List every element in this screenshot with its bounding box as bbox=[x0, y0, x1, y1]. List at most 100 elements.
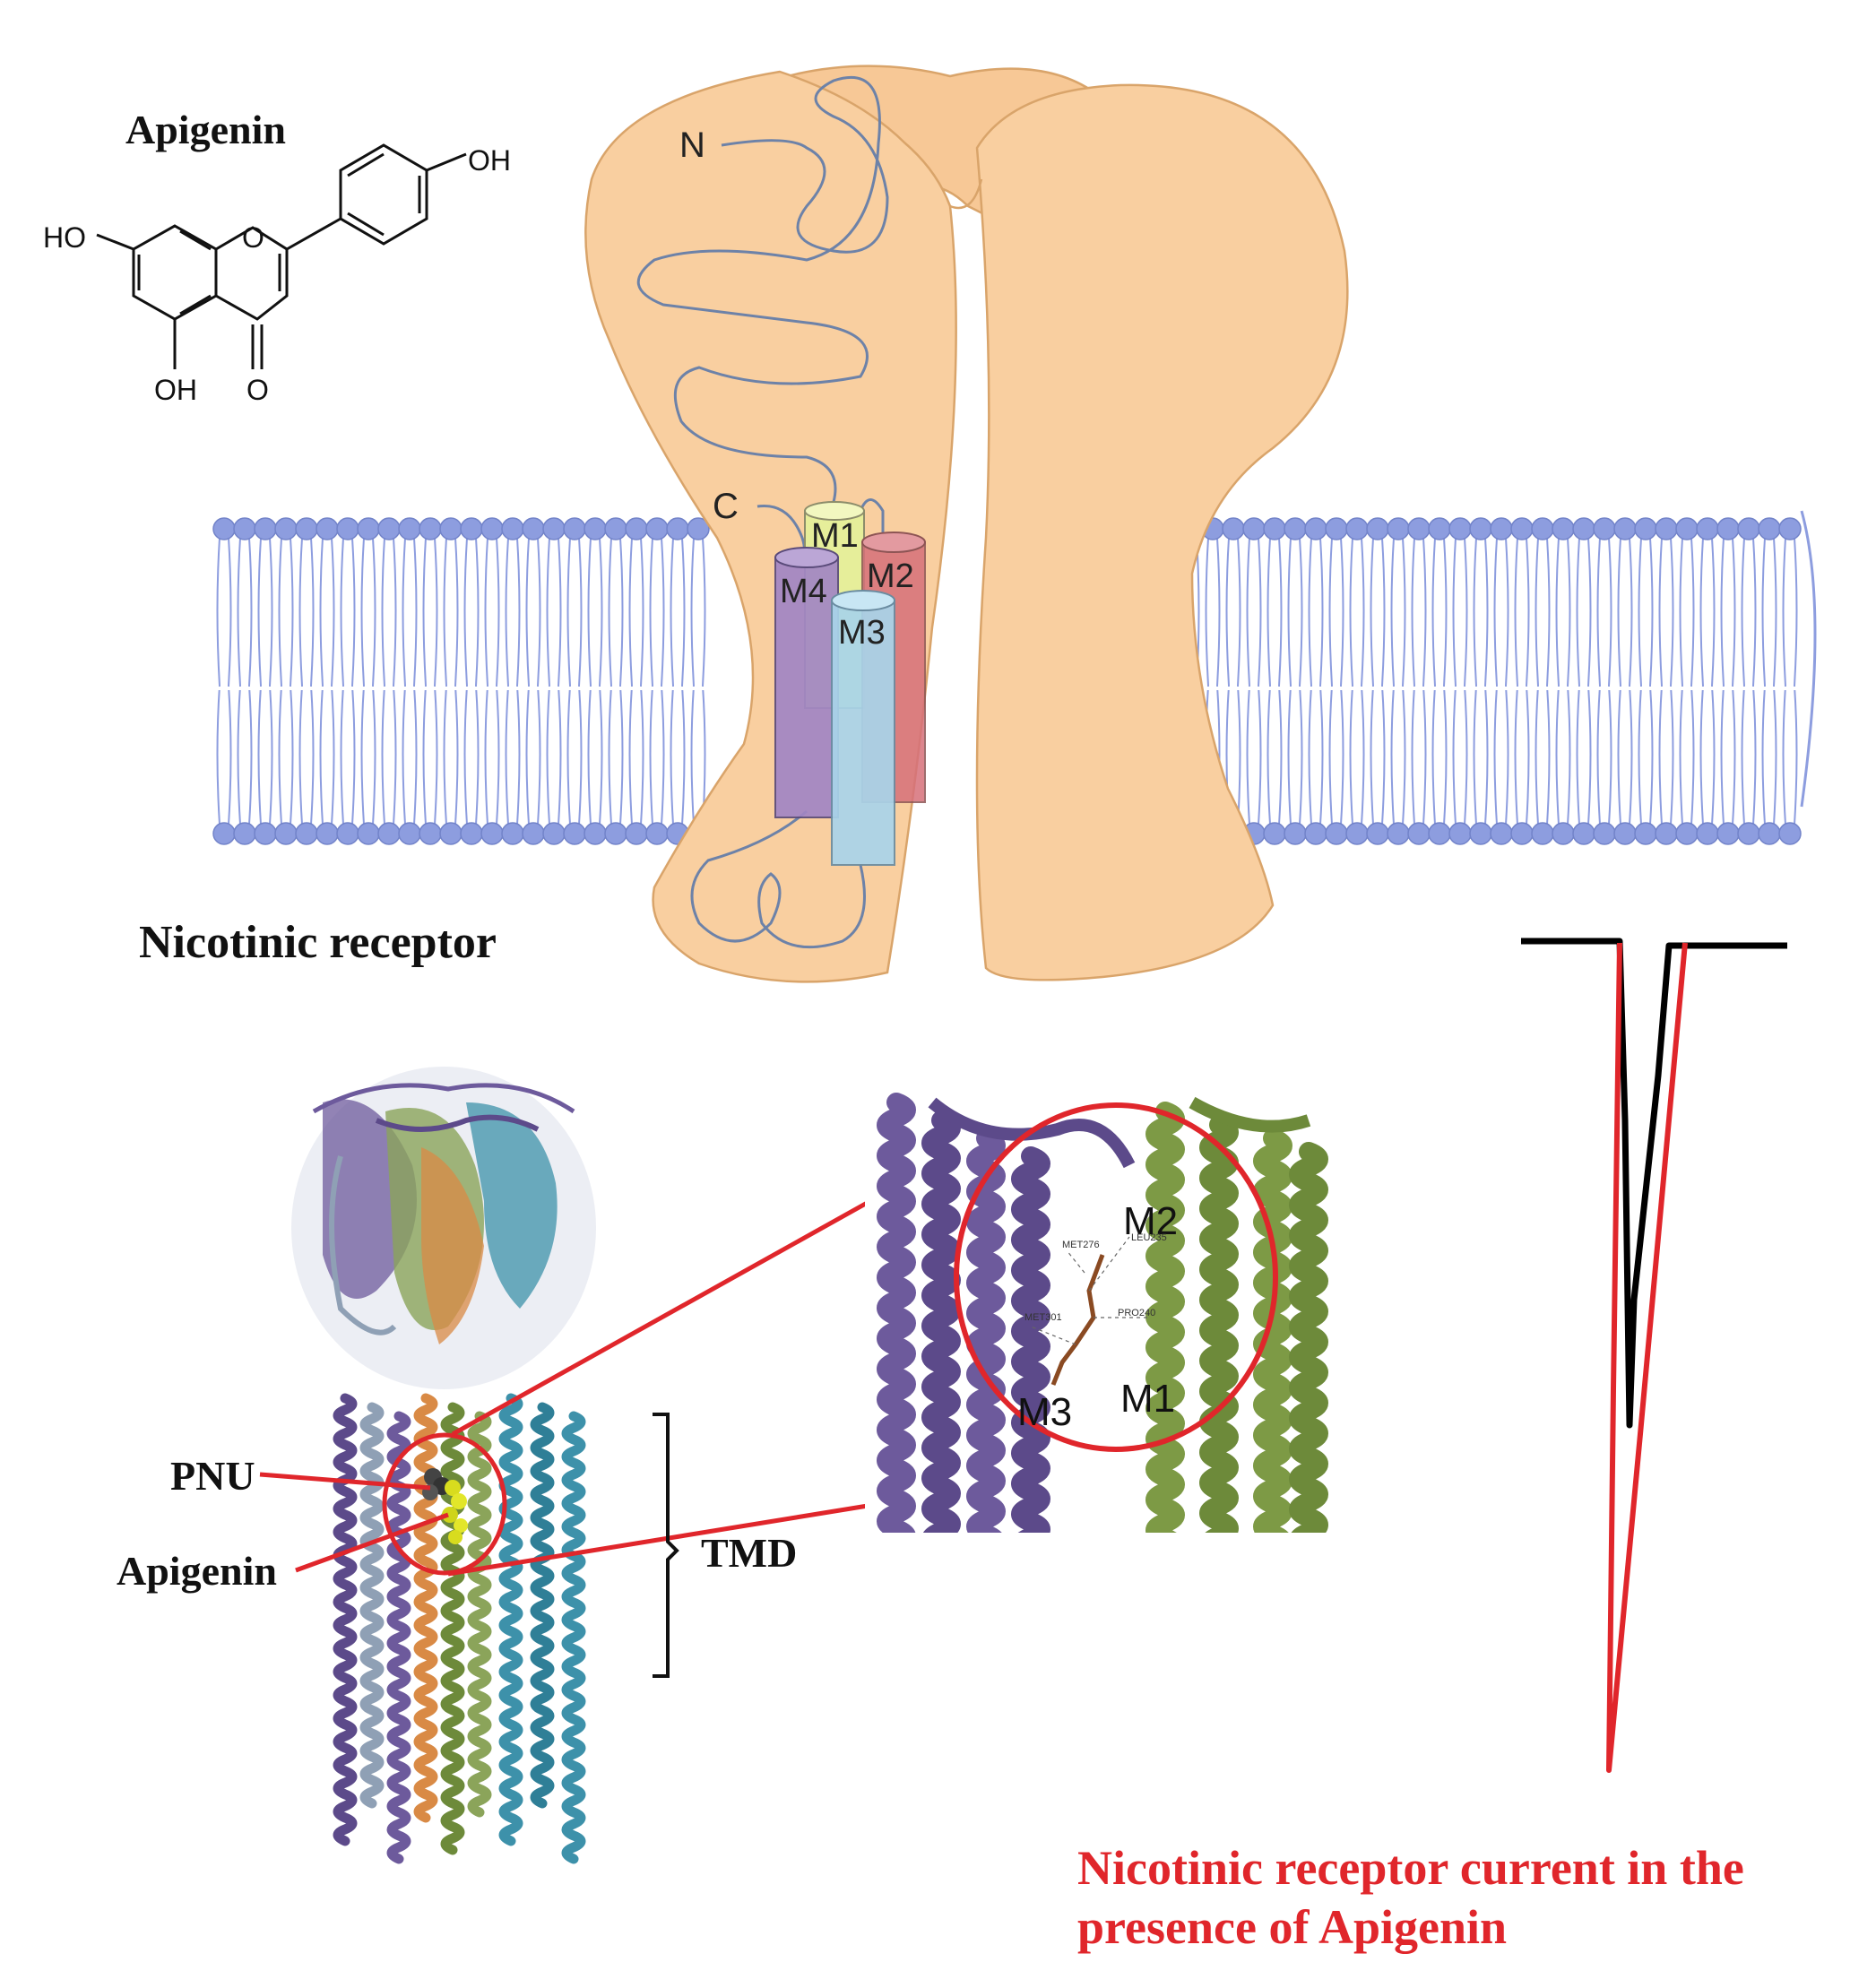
lipid-bilayer bbox=[211, 510, 1817, 845]
lipid-tail bbox=[1411, 685, 1427, 825]
atom-o-ring: O bbox=[242, 221, 264, 254]
zoom-helix-coil bbox=[1289, 1142, 1328, 1533]
apigenin-bonds bbox=[96, 143, 467, 369]
lipid-head bbox=[1345, 517, 1369, 540]
lipid-tail bbox=[340, 685, 356, 825]
lipid-tail bbox=[628, 685, 644, 825]
lipid-head bbox=[254, 517, 277, 540]
lipid-head bbox=[1552, 517, 1575, 540]
lipid-tail bbox=[628, 537, 644, 687]
lipid-head bbox=[1325, 517, 1348, 540]
helix-label-m1: M1 bbox=[811, 517, 859, 555]
lipid-tail bbox=[1267, 685, 1283, 825]
lipid-tail bbox=[1638, 537, 1654, 687]
lipid-tail bbox=[1535, 685, 1551, 825]
pnu-label: PNU bbox=[170, 1453, 255, 1499]
lipid-tail bbox=[319, 685, 335, 825]
lipid-head bbox=[1716, 822, 1740, 845]
lipid-tail bbox=[1782, 537, 1798, 687]
lipid-head bbox=[254, 822, 277, 845]
lipid-head bbox=[1387, 517, 1410, 540]
lipid-tail bbox=[381, 685, 397, 825]
dock-label-m1: M1 bbox=[1120, 1377, 1175, 1421]
dock-label-m2: M2 bbox=[1123, 1199, 1178, 1243]
lipid-tail bbox=[1452, 685, 1468, 825]
lipid-tail bbox=[1638, 685, 1654, 825]
lipid-head bbox=[1737, 517, 1760, 540]
lipid-head bbox=[1778, 822, 1802, 845]
lipid-head bbox=[1510, 517, 1534, 540]
lipid-tail bbox=[649, 537, 665, 687]
lipid-head bbox=[1634, 517, 1657, 540]
lipid-tail bbox=[566, 685, 583, 825]
lipid-tail bbox=[1617, 685, 1633, 825]
lipid-head bbox=[1284, 822, 1307, 845]
lipid-tail bbox=[484, 537, 500, 687]
lipid-tail bbox=[1411, 537, 1427, 687]
lipid-head bbox=[1613, 517, 1637, 540]
lipid-tail bbox=[463, 685, 480, 825]
lipid-head bbox=[1284, 517, 1307, 540]
helix-label-m3: M3 bbox=[838, 614, 886, 652]
lipid-head bbox=[336, 517, 359, 540]
lipid-head bbox=[1531, 822, 1554, 845]
lipid-tail bbox=[1493, 537, 1509, 687]
lipid-head bbox=[542, 517, 566, 540]
lipid-head bbox=[439, 822, 463, 845]
pnu-pointer bbox=[259, 1472, 431, 1491]
zoom-helices bbox=[877, 1093, 1328, 1533]
lipid-head bbox=[563, 822, 586, 845]
lipid-tail bbox=[298, 537, 315, 687]
residue-label-1: MET276 bbox=[1062, 1240, 1100, 1250]
lipid-tail bbox=[298, 685, 315, 825]
lipid-head bbox=[233, 822, 256, 845]
lipid-tail bbox=[1741, 685, 1757, 825]
lipid-head bbox=[274, 822, 298, 845]
lipid-head bbox=[316, 822, 339, 845]
lipid-tail bbox=[1431, 685, 1448, 825]
lipid-tail bbox=[1328, 685, 1344, 825]
lipid-head bbox=[1778, 517, 1802, 540]
lipid-head bbox=[1490, 517, 1513, 540]
lipid-head bbox=[316, 517, 339, 540]
lipid-tail bbox=[237, 685, 253, 825]
lipid-tail bbox=[257, 537, 273, 687]
lipid-tail bbox=[1225, 537, 1241, 687]
zoom-helix-coil bbox=[966, 1128, 1006, 1533]
terminal-c: C bbox=[713, 487, 739, 526]
lipid-head bbox=[460, 822, 483, 845]
lipid-tail bbox=[1720, 537, 1736, 687]
lipid-tail bbox=[1308, 685, 1324, 825]
tm-helix-coil bbox=[386, 1411, 411, 1864]
lipid-head bbox=[1634, 822, 1657, 845]
current-caption-line1: Nicotinic receptor current in the bbox=[1077, 1841, 1744, 1895]
lipid-head bbox=[1263, 822, 1286, 845]
lipid-head bbox=[1675, 822, 1699, 845]
lipid-tail bbox=[443, 537, 459, 687]
lipid-tail bbox=[1596, 537, 1612, 687]
apigenin-label: Apigenin bbox=[117, 1548, 277, 1594]
lipid-tail bbox=[1287, 685, 1303, 825]
lipid-head bbox=[625, 822, 648, 845]
lipid-tail bbox=[1658, 685, 1674, 825]
lipid-tail bbox=[1287, 537, 1303, 687]
lipid-head bbox=[1304, 517, 1327, 540]
lipid-tail bbox=[1370, 685, 1386, 825]
dock-label-m3: M3 bbox=[1017, 1390, 1072, 1434]
lipid-head bbox=[1469, 822, 1492, 845]
lipid-head bbox=[419, 822, 442, 845]
zoom-loop bbox=[928, 1097, 1136, 1169]
receptor-caption: Nicotinic receptor bbox=[139, 917, 497, 968]
lipid-tail bbox=[1390, 685, 1406, 825]
lipid-head bbox=[1758, 822, 1781, 845]
lipid-tail bbox=[1452, 537, 1468, 687]
lipid-head bbox=[501, 822, 524, 845]
lipid-tail bbox=[546, 685, 562, 825]
lipid-head bbox=[357, 822, 380, 845]
helix-label-m2: M2 bbox=[867, 558, 914, 595]
tm-helix-coil bbox=[440, 1402, 465, 1855]
zoom-loop bbox=[1189, 1096, 1311, 1133]
lipid-tail bbox=[1782, 685, 1798, 825]
lipid-tail bbox=[319, 537, 335, 687]
lipid-head bbox=[1469, 517, 1492, 540]
